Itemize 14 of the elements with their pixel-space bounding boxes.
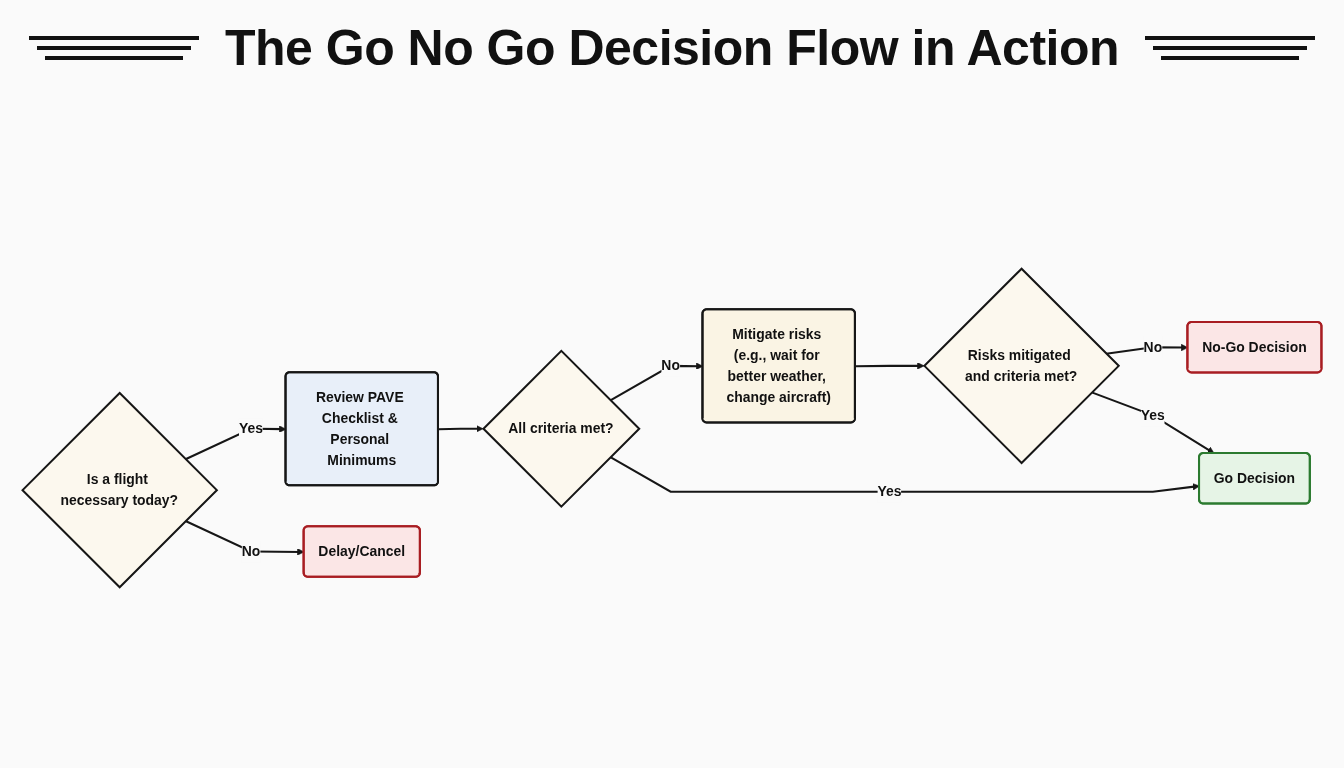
edge-label: Yes — [1140, 407, 1165, 423]
edge-label: No — [661, 357, 680, 374]
node-diamond: Risks mitigated and criteria met? — [923, 267, 1121, 465]
edge-label: Yes — [238, 420, 263, 437]
node-diamond: All criteria met? — [482, 349, 641, 509]
edge-label: Yes — [877, 483, 902, 500]
edge-label: No — [241, 543, 261, 560]
arrow — [855, 362, 925, 370]
arrow — [609, 456, 1200, 493]
node-diamond: Is a flight necessary today? — [21, 391, 219, 589]
diagram-title: The Go No Go Decision Flow in Action — [224, 19, 1119, 77]
arrow — [1091, 391, 1215, 454]
arrow — [438, 425, 484, 433]
edge-label: No — [1143, 339, 1163, 355]
